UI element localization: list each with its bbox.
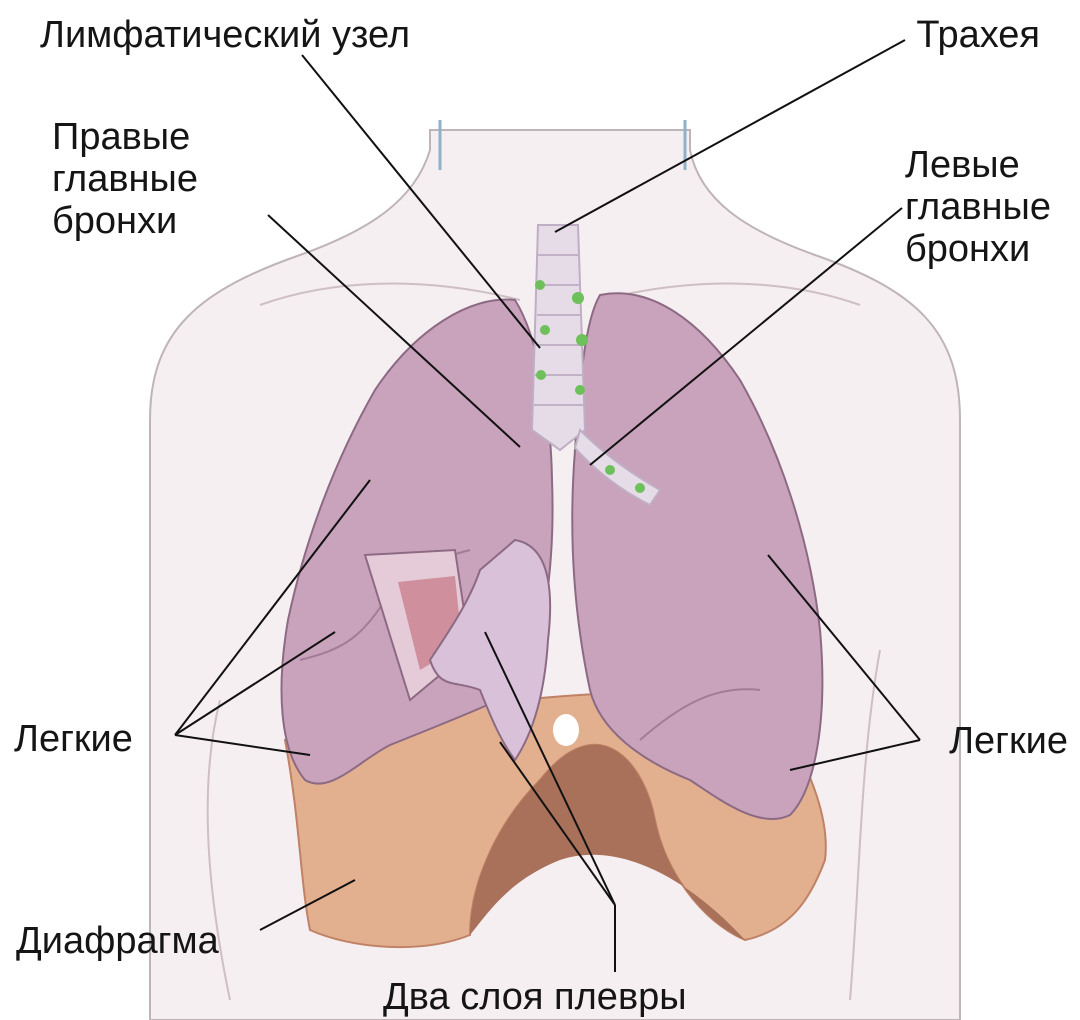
label-right-bronchi-line-1: Правые: [52, 116, 198, 158]
diaphragm-opening: [553, 714, 579, 746]
label-lymph-node: Лимфатический узел: [40, 14, 410, 56]
label-right-bronchi-line-2: главные: [52, 158, 198, 200]
label-lungs-left-side: Легкие: [949, 720, 1068, 762]
label-lungs-right-side: Легкие: [14, 718, 133, 760]
label-two-pleura-layers: Два слоя плевры: [383, 976, 687, 1018]
label-trachea: Трахея: [916, 14, 1040, 56]
label-left-bronchi-line-1: Левые: [905, 144, 1051, 186]
label-left-bronchi-line-2: главные: [905, 186, 1051, 228]
label-left-main-bronchi: Левые главные бронхи: [905, 144, 1051, 270]
label-right-bronchi-line-3: бронхи: [52, 200, 198, 242]
label-right-main-bronchi: Правые главные бронхи: [52, 116, 198, 242]
label-diaphragm: Диафрагма: [16, 920, 219, 962]
label-left-bronchi-line-3: бронхи: [905, 228, 1051, 270]
